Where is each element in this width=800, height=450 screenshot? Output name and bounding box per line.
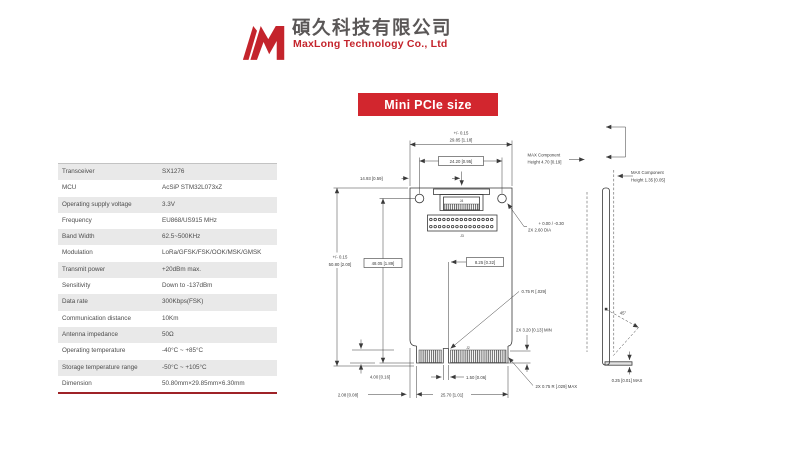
spec-value: AcSiP STM32L073xZ xyxy=(162,184,223,192)
table-row: Sensitivity Down to -137dBm xyxy=(58,278,277,294)
max-comp-left-label-2: Height 4.70 [0.19] xyxy=(528,160,562,165)
dim-conn-width-label: 25.70 [1.01] xyxy=(441,392,464,397)
table-row: Transceiver SX1276 xyxy=(58,164,277,181)
dim-width-label: 29.85 [1.18] xyxy=(450,138,473,143)
company-name-english: MaxLong Technology Co., Ltd xyxy=(293,38,448,50)
front-view: J4 J3 J2 +/- 0.15 29.85 [1.18] 24.20 [0.… xyxy=(323,131,578,398)
corner-radius-max-label: 2X 0.75 R [.029] MAX xyxy=(536,384,578,389)
company-name-chinese: 碩久科技有限公司 xyxy=(292,17,453,38)
dim-inner-height-label: 48.05 [1.89] xyxy=(372,261,395,266)
spec-value: -50°C ~ +105°C xyxy=(162,363,207,371)
tolerance-top-label: +/- 0.15 xyxy=(454,131,469,136)
spec-label: Frequency xyxy=(62,216,92,224)
table-row: Modulation LoRa/GFSK/FSK/OOK/MSK/GMSK xyxy=(58,245,277,261)
table-row: Operating supply voltage 3.3V xyxy=(58,196,277,213)
mounting-hole-left xyxy=(414,193,425,204)
spec-label: Storage temperature range xyxy=(62,363,138,371)
table-row: Frequency EU868/US915 MHz xyxy=(58,213,277,229)
dim-edge-offset-label: 2.08 [0.08] xyxy=(338,392,358,397)
hole-tolerance-label: + 0.00 / -0.30 xyxy=(539,221,565,226)
angle-label: 45° xyxy=(620,311,627,316)
spec-label: Transceiver xyxy=(62,168,95,175)
spec-value: 10Km xyxy=(162,314,179,322)
table-row: Antenna impedance 50Ω xyxy=(58,326,277,344)
dim-half-label: 14.93 [0.59] xyxy=(360,176,383,181)
spec-value: EU868/US915 MHz xyxy=(162,216,217,224)
connector-j3: J3 xyxy=(427,214,498,238)
table-row: Communication distance 10Km xyxy=(58,311,277,327)
spec-label: Band Width xyxy=(62,233,95,241)
spec-value: 3.3V xyxy=(162,200,175,208)
side-view: MAX Component Height 4.70 [0.19] MAX Com… xyxy=(528,124,665,383)
maxlong-logo-icon xyxy=(241,22,288,67)
spec-label: Transmit power xyxy=(62,265,106,273)
spec-label: Communication distance xyxy=(62,314,131,322)
connector-j2-label: J2 xyxy=(466,346,470,350)
connector-j3-label: J3 xyxy=(460,234,464,238)
dim-foot-label: 0.25 [0.01] MAX xyxy=(612,378,643,383)
table-row: Band Width 62.5~500KHz xyxy=(58,229,277,246)
table-row: Dimension 50.80mm×29.85mm×6.30mm xyxy=(58,376,277,392)
spec-label: Operating supply voltage xyxy=(62,200,132,208)
spec-value: 300Kbps(FSK) xyxy=(162,298,204,306)
spec-label: Dimension xyxy=(62,379,92,387)
spec-value: -40°C ~ +85°C xyxy=(162,347,204,355)
key-radius-label: 0.75 R [.029] xyxy=(522,289,547,294)
tolerance-left-label: +/- 0.15 xyxy=(333,255,348,260)
table-row: Data rate 300Kbps(FSK) xyxy=(58,294,277,311)
connector-j4: J4 xyxy=(433,188,490,211)
dim-pad-min-label: 2X 3.20 [0.13] MIN xyxy=(516,328,552,333)
spec-value: +20dBm max. xyxy=(162,265,202,273)
mounting-hole-right xyxy=(497,193,507,204)
spec-value: SX1276 xyxy=(162,168,185,175)
dim-height-label: 50.80 [2.00] xyxy=(329,262,352,267)
dim-hole-span-label: 24.20 [0.95] xyxy=(450,159,473,164)
spec-value: 62.5~500KHz xyxy=(162,233,201,241)
spec-label: MCU xyxy=(62,184,77,192)
max-comp-right-label-1: MAX Component xyxy=(631,170,665,175)
dim-key-offset-label: 8.25 [0.32] xyxy=(475,260,495,265)
max-comp-right-label-2: Height 1.35 [0.05] xyxy=(631,178,665,183)
spec-label: Operating temperature xyxy=(62,347,126,355)
spec-value: LoRa/GFSK/FSK/OOK/MSK/GMSK xyxy=(162,249,262,257)
spec-label: Data rate xyxy=(62,298,88,306)
max-comp-left-label-1: MAX Component xyxy=(528,153,562,158)
spec-value: Down to -137dBm xyxy=(162,282,213,290)
table-row: Storage temperature range -50°C ~ +105°C xyxy=(58,359,277,376)
dim-key-width-label: 1.50 [0.06] xyxy=(466,375,486,380)
banner-label: Mini PCIe size xyxy=(384,97,472,112)
table-row: Transmit power +20dBm max. xyxy=(58,261,277,279)
spec-label: Modulation xyxy=(62,249,93,257)
dim-step-label: 4.00 [0.16] xyxy=(370,375,390,380)
mini-pcie-drawing: J4 J3 J2 +/- 0.15 29.85 [1.18] 24.20 [0.… xyxy=(320,118,730,423)
table-row: MCU AcSiP STM32L073xZ xyxy=(58,180,277,196)
spec-value: 50Ω xyxy=(162,330,174,338)
hole-diameter-label: 2X 2.60 DIA xyxy=(528,228,551,233)
connector-j4-label: J4 xyxy=(460,199,464,203)
table-row: Operating temperature -40°C ~ +85°C xyxy=(58,343,277,359)
spec-label: Antenna impedance xyxy=(62,330,119,338)
spec-table: Transceiver SX1276 MCU AcSiP STM32L073xZ O… xyxy=(58,163,277,395)
spec-value: 50.80mm×29.85mm×6.30mm xyxy=(162,379,245,387)
mini-pcie-size-banner: Mini PCIe size xyxy=(358,93,498,116)
spec-label: Sensitivity xyxy=(62,282,91,290)
